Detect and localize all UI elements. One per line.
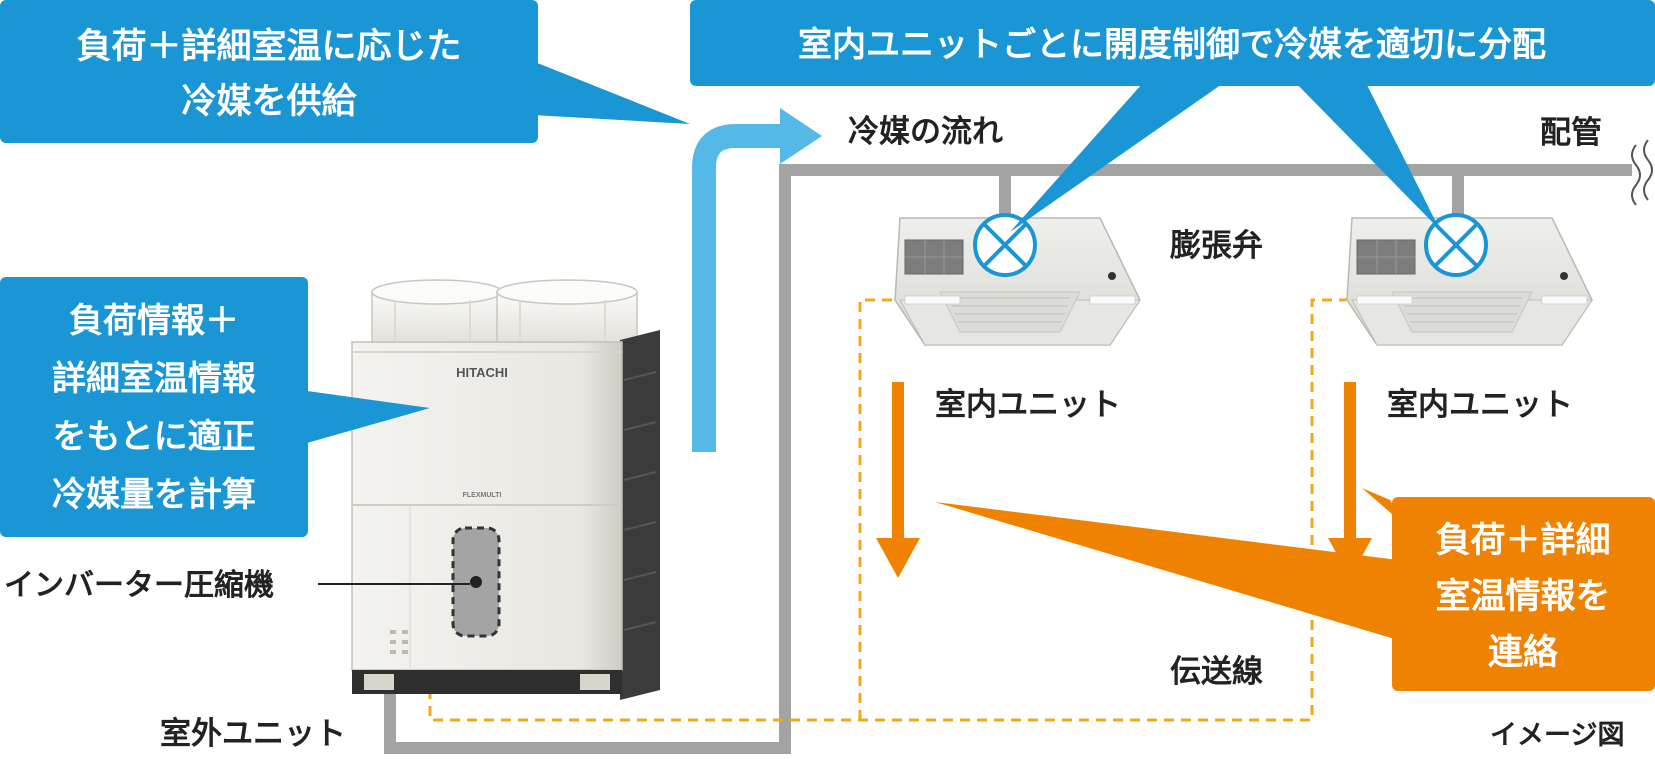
callout-relay-line-1: 負荷＋詳細 — [1435, 521, 1610, 561]
callout-distribute-line-1: 室内ユニットごとに開度制御で冷媒を適切に分配 — [798, 25, 1546, 65]
label-transmission-line: 伝送線 — [1170, 654, 1263, 690]
fan-shroud-left — [371, 279, 503, 351]
brand-logo: HITACHI — [456, 365, 508, 380]
callout-calculate-line-2: 詳細室温情報 — [52, 359, 256, 399]
callout-supply: 負荷＋詳細室温に応じた 冷媒を供給 — [0, 0, 690, 143]
callout-calculate-line-4: 冷媒量を計算 — [52, 475, 256, 515]
label-indoor-unit-left: 室内ユニット — [935, 387, 1121, 423]
callout-supply-line-1: 負荷＋詳細室温に応じた — [76, 26, 461, 67]
callout-relay-line-2: 室温情報を — [1435, 576, 1610, 617]
pipe-break-mark — [1631, 139, 1653, 206]
callout-supply-line-2: 冷媒を供給 — [181, 82, 357, 122]
label-outdoor-unit: 室外ユニット — [160, 716, 346, 752]
indoor-down-arrow-right — [1328, 382, 1372, 578]
fan-shroud-right — [496, 279, 638, 351]
callout-calculate-line-3: をもとに適正 — [52, 417, 255, 457]
expansion-valve-left — [973, 213, 1037, 277]
label-inverter-compressor: インバーター圧縮機 — [4, 568, 274, 603]
callout-calculate: 負荷情報＋ 詳細室温情報 をもとに適正 冷媒量を計算 — [0, 277, 430, 537]
indoor-unit-right — [1346, 217, 1593, 346]
compressor-dot — [470, 576, 482, 588]
callout-relay-line-3: 連絡 — [1488, 633, 1559, 673]
outdoor-unit: HITACHI FLEXMULTI — [318, 279, 660, 700]
label-piping: 配管 — [1540, 115, 1602, 151]
expansion-valve-right — [1424, 213, 1488, 277]
label-refrigerant-flow: 冷媒の流れ — [848, 114, 1003, 150]
indoor-down-arrow-left — [876, 382, 920, 578]
callout-relay: 負荷＋詳細 室温情報を 連絡 — [935, 488, 1655, 691]
label-indoor-unit-right: 室内ユニット — [1387, 387, 1573, 423]
indoor-unit-left — [894, 217, 1141, 346]
label-image-note: イメージ図 — [1490, 720, 1624, 751]
callout-distribute: 室内ユニットごとに開度制御で冷媒を適切に分配 — [690, 0, 1655, 232]
label-expansion-valve: 膨張弁 — [1170, 228, 1263, 264]
refrigerant-flow-arrow — [692, 108, 822, 452]
callout-calculate-line-1: 負荷情報＋ — [69, 301, 239, 341]
model-badge: FLEXMULTI — [463, 492, 502, 499]
